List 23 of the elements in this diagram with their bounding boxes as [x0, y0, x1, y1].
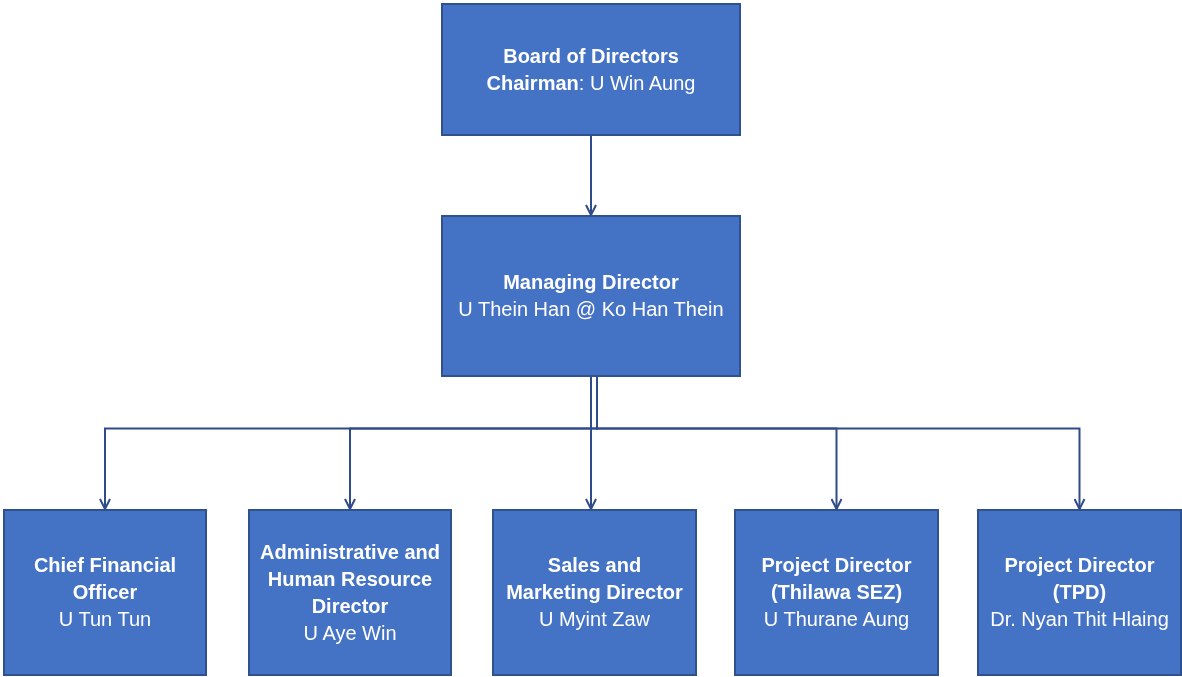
role-title: Board of Directors [503, 43, 679, 69]
org-box [441, 215, 741, 377]
person-name: Chairman: U Win Aung [486, 70, 696, 96]
person-name: U Thein Han @ Ko Han Thein [458, 297, 724, 322]
role-title: Project Director (TPD) [1003, 553, 1156, 605]
person-name: U Myint Zaw [538, 607, 651, 632]
org-box [492, 509, 697, 676]
role-title: Administrative and Human Resource Director [258, 539, 441, 619]
org-box [441, 3, 741, 136]
person-name: Dr. Nyan Thit Hlaing [990, 607, 1169, 632]
role-title: Project Director (Thilawa SEZ) [760, 553, 913, 605]
connector-arrow [585, 135, 597, 216]
role-title: Managing Director [503, 270, 679, 295]
connector-arrow [585, 376, 597, 510]
person-name: U Tun Tun [58, 607, 152, 632]
person-name: U Aye Win [303, 620, 397, 646]
org-box [734, 509, 939, 676]
role-title: Chief Financial Officer [32, 553, 178, 605]
person-name: U Thurane Aung [763, 607, 910, 632]
org-box [3, 509, 207, 676]
org-box [977, 509, 1182, 676]
role-title: Sales and Marketing Director [505, 553, 684, 605]
org-box [248, 509, 452, 676]
